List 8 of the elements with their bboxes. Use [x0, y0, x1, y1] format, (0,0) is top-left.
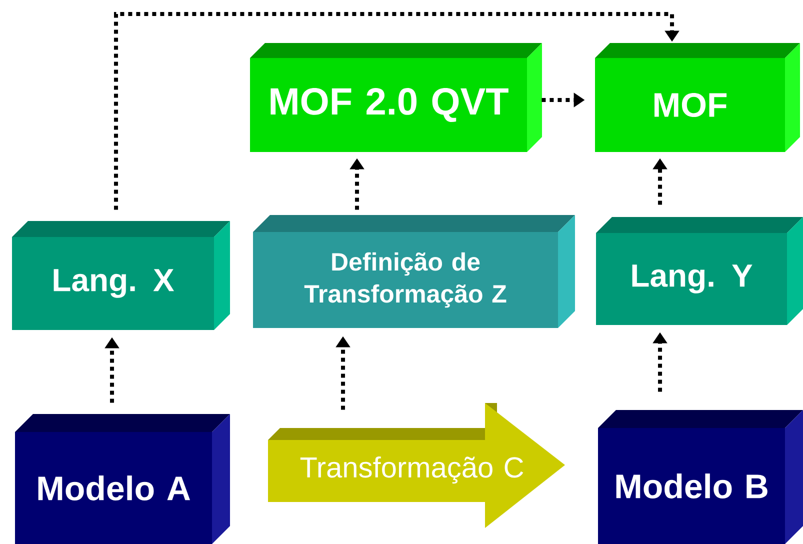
block-3d: Lang. X: [12, 221, 230, 330]
block-3d: Modelo A: [15, 414, 230, 544]
block-3d: MOF 2.0 QVT: [250, 43, 542, 152]
block-3d: MOF: [595, 43, 800, 152]
block-3d: Lang. Y: [596, 217, 803, 325]
block-3d: Definição de Transformação Z: [253, 215, 575, 328]
block-3d: Modelo B: [598, 410, 803, 544]
arrow: [114, 12, 680, 210]
